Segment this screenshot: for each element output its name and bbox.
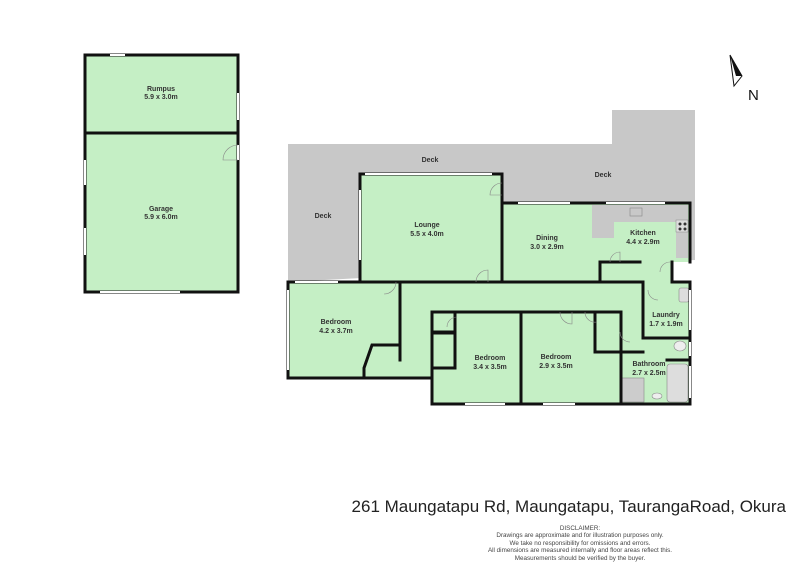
- kitchen-counter: [592, 205, 688, 258]
- kitchen-name: Kitchen: [630, 230, 656, 237]
- disclaimer-line: Drawings are approximate and for illustr…: [496, 532, 664, 540]
- house-walls: [286, 172, 692, 406]
- bedroom3-name: Bedroom: [541, 354, 572, 361]
- bedroom2-name: Bedroom: [475, 355, 506, 362]
- lounge-size: 5.5 x 4.0m: [410, 231, 443, 238]
- toilet-icon: [673, 340, 687, 352]
- bedroom1-name: Bedroom: [321, 319, 352, 326]
- outbuilding-floor: [85, 55, 238, 292]
- bedroom3-size: 2.9 x 3.5m: [539, 363, 572, 370]
- outbuilding: [83, 53, 240, 294]
- basin-icon: [651, 392, 663, 400]
- disclaimer-title: DISCLAIMER:: [559, 525, 601, 532]
- disclaimer: DISCLAIMER: Drawings are approximate and…: [470, 525, 690, 562]
- north-arrow-icon: N: [729, 54, 759, 104]
- property-address: 261 Maungatapu Rd, Maungatapu, TaurangaR…: [351, 497, 786, 516]
- rumpus-name: Rumpus: [147, 86, 175, 93]
- tub-icon: [678, 287, 690, 303]
- doors: [383, 182, 671, 343]
- dining-size: 3.0 x 2.9m: [530, 244, 563, 251]
- deck-top-label: Deck: [422, 157, 439, 164]
- windows: [287, 173, 691, 405]
- rumpus-size: 5.9 x 3.0m: [144, 94, 177, 101]
- kitchen-size: 4.4 x 2.9m: [626, 239, 659, 246]
- bedroom1-size: 4.2 x 3.7m: [319, 328, 352, 335]
- bathroom-size: 2.7 x 2.5m: [632, 370, 665, 377]
- disclaimer-line: We take no responsibility for omissions …: [509, 539, 651, 547]
- bathroom-name: Bathroom: [632, 361, 665, 368]
- bathtub-icon: [666, 363, 689, 403]
- laundry-name: Laundry: [652, 312, 680, 319]
- sink-icon: [629, 207, 643, 217]
- deck-right-label: Deck: [595, 172, 612, 179]
- shower-icon: [621, 377, 645, 403]
- disclaimer-line: Measurements should be verified by the b…: [514, 554, 646, 562]
- garage-size: 5.9 x 6.0m: [144, 214, 177, 221]
- bedroom2-size: 3.4 x 3.5m: [473, 364, 506, 371]
- laundry-size: 1.7 x 1.9m: [649, 321, 682, 328]
- garage-name: Garage: [149, 206, 173, 213]
- north-label: N: [748, 87, 759, 104]
- deck-left-label: Deck: [315, 213, 332, 220]
- dining-name: Dining: [536, 235, 558, 242]
- cooktop-icon: [675, 219, 689, 233]
- garage-door-swing: [222, 144, 239, 161]
- lounge-name: Lounge: [414, 222, 439, 229]
- disclaimer-line: All dimensions are measured internally a…: [487, 547, 673, 555]
